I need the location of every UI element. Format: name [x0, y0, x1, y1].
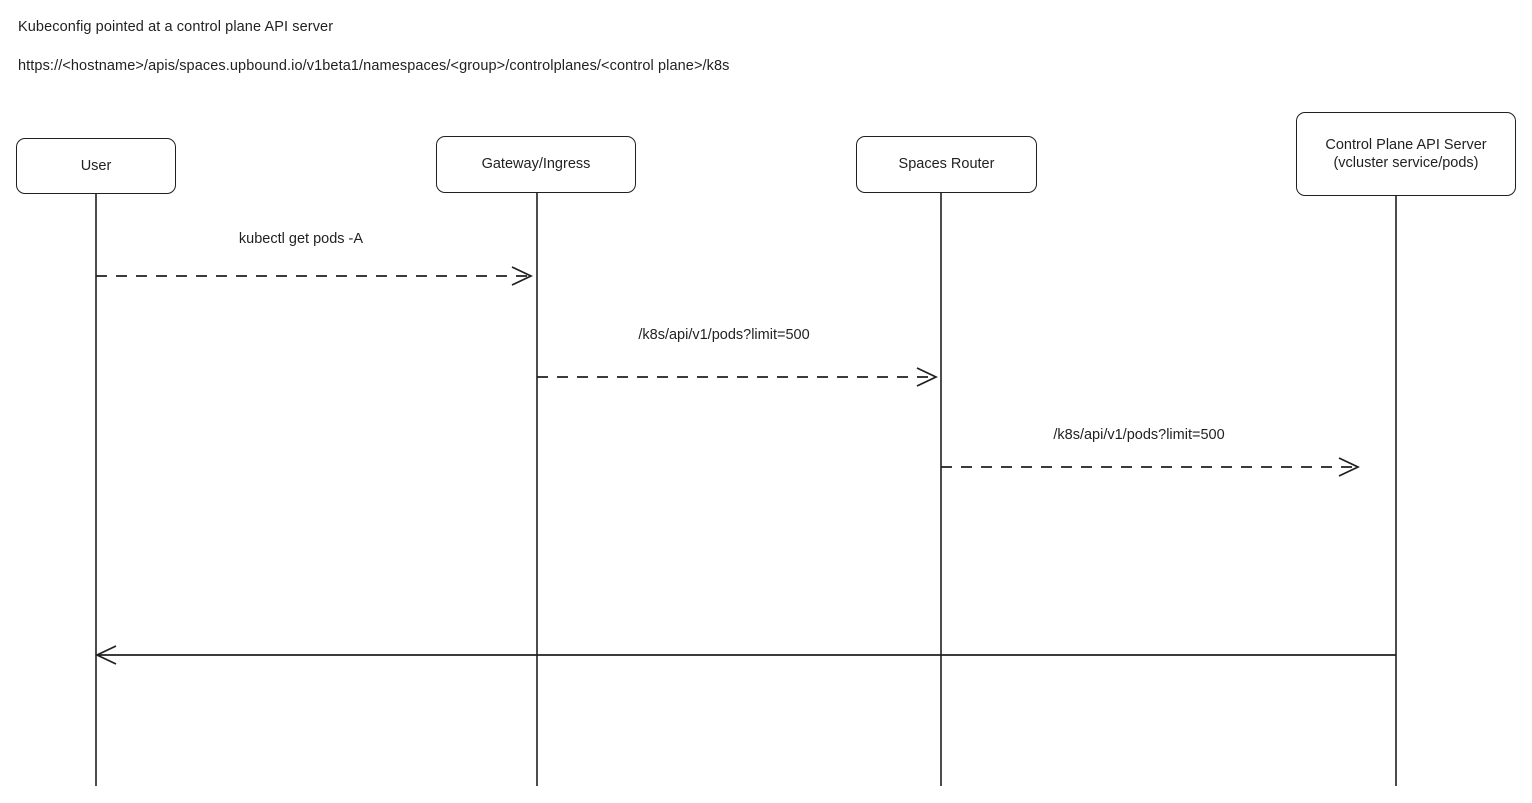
- message-label-msg-kubectl-get-pods: kubectl get pods -A: [238, 231, 364, 247]
- message-arrowhead-msg-kubectl-get-pods: [511, 266, 533, 286]
- participant-box-spaces-router[interactable]: Spaces Router: [856, 136, 1037, 193]
- message-label-msg-router-to-control-plane: /k8s/api/v1/pods?limit=500: [1053, 427, 1225, 443]
- participant-label-spaces-router: Spaces Router: [898, 156, 995, 173]
- participant-label-control-plane: Control Plane API Server (vcluster servi…: [1325, 136, 1487, 171]
- participant-label-user: User: [80, 157, 112, 174]
- message-arrowhead-msg-gateway-to-router: [916, 367, 938, 387]
- message-msg-kubectl-get-pods[interactable]: [96, 266, 533, 286]
- message-msg-gateway-to-router[interactable]: [537, 367, 938, 387]
- message-msg-router-to-control-plane[interactable]: [941, 457, 1360, 477]
- diagram-title: Kubeconfig pointed at a control plane AP…: [18, 19, 334, 35]
- participant-box-gateway[interactable]: Gateway/Ingress: [436, 136, 636, 193]
- participant-box-user[interactable]: User: [16, 138, 176, 194]
- kubeconfig-url: https://<hostname>/apis/spaces.upbound.i…: [18, 58, 730, 74]
- message-msg-response-to-user[interactable]: [95, 645, 1396, 665]
- participant-box-control-plane[interactable]: Control Plane API Server (vcluster servi…: [1296, 112, 1516, 196]
- message-arrowhead-msg-router-to-control-plane: [1338, 457, 1360, 477]
- message-arrowhead-msg-response-to-user: [95, 645, 117, 665]
- participant-label-gateway: Gateway/Ingress: [481, 156, 591, 173]
- message-label-msg-gateway-to-router: /k8s/api/v1/pods?limit=500: [638, 327, 810, 343]
